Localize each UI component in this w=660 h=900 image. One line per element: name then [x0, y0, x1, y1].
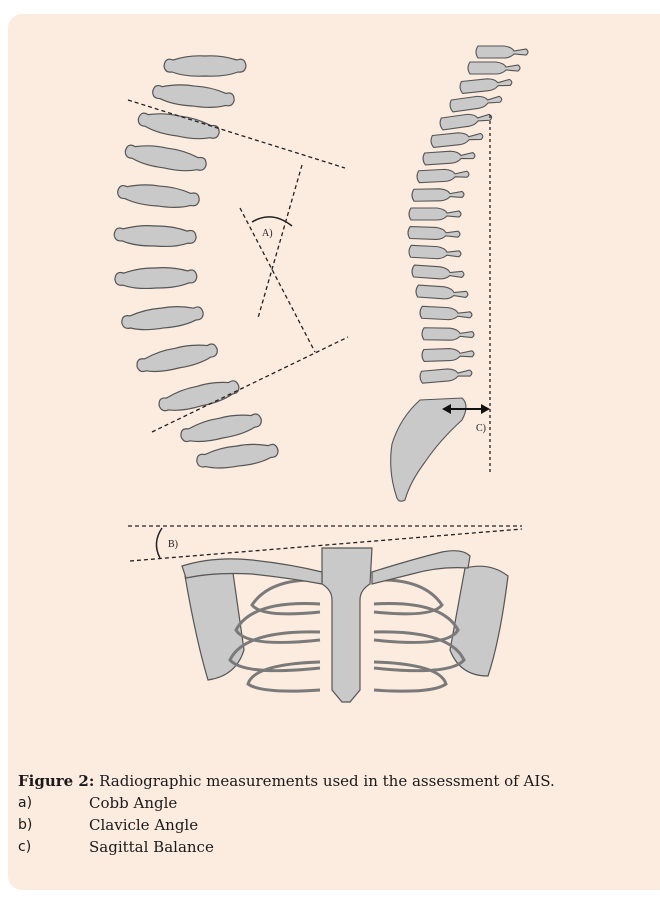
- legend-key: c): [18, 836, 89, 858]
- legend-key: b): [18, 814, 89, 836]
- sternum: [322, 548, 372, 702]
- label-b: B): [168, 539, 178, 550]
- lateral-spine: [391, 46, 528, 501]
- legend-label: Clavicle Angle: [89, 814, 198, 836]
- clavicle-angle-arc: [156, 528, 162, 558]
- frontal-vertebrae: [114, 56, 280, 472]
- legend-label: Sagittal Balance: [89, 836, 214, 858]
- upper-perpendicular-line: [258, 165, 302, 318]
- legend-item: c) Sagittal Balance: [18, 836, 658, 858]
- label-c: C): [476, 423, 486, 434]
- lower-perpendicular-line: [240, 208, 315, 352]
- lateral-vertebrae: [408, 46, 528, 383]
- legend-label: Cobb Angle: [89, 792, 177, 814]
- legend-key: a): [18, 792, 89, 814]
- label-a: A): [262, 228, 273, 239]
- figure-caption: Figure 2: Radiographic measurements used…: [18, 770, 658, 858]
- radiographic-illustration: A) C): [0, 0, 660, 760]
- caption-title-text: Radiographic measurements used in the as…: [94, 772, 554, 790]
- thorax: [182, 548, 508, 702]
- cobb-angle-arc: [252, 217, 292, 226]
- caption-title: Figure 2: Radiographic measurements used…: [18, 770, 658, 792]
- frontal-spine: [114, 56, 280, 472]
- caption-figure-number: Figure 2:: [18, 772, 94, 790]
- legend-item: a) Cobb Angle: [18, 792, 658, 814]
- sacrum: [391, 398, 466, 501]
- legend-item: b) Clavicle Angle: [18, 814, 658, 836]
